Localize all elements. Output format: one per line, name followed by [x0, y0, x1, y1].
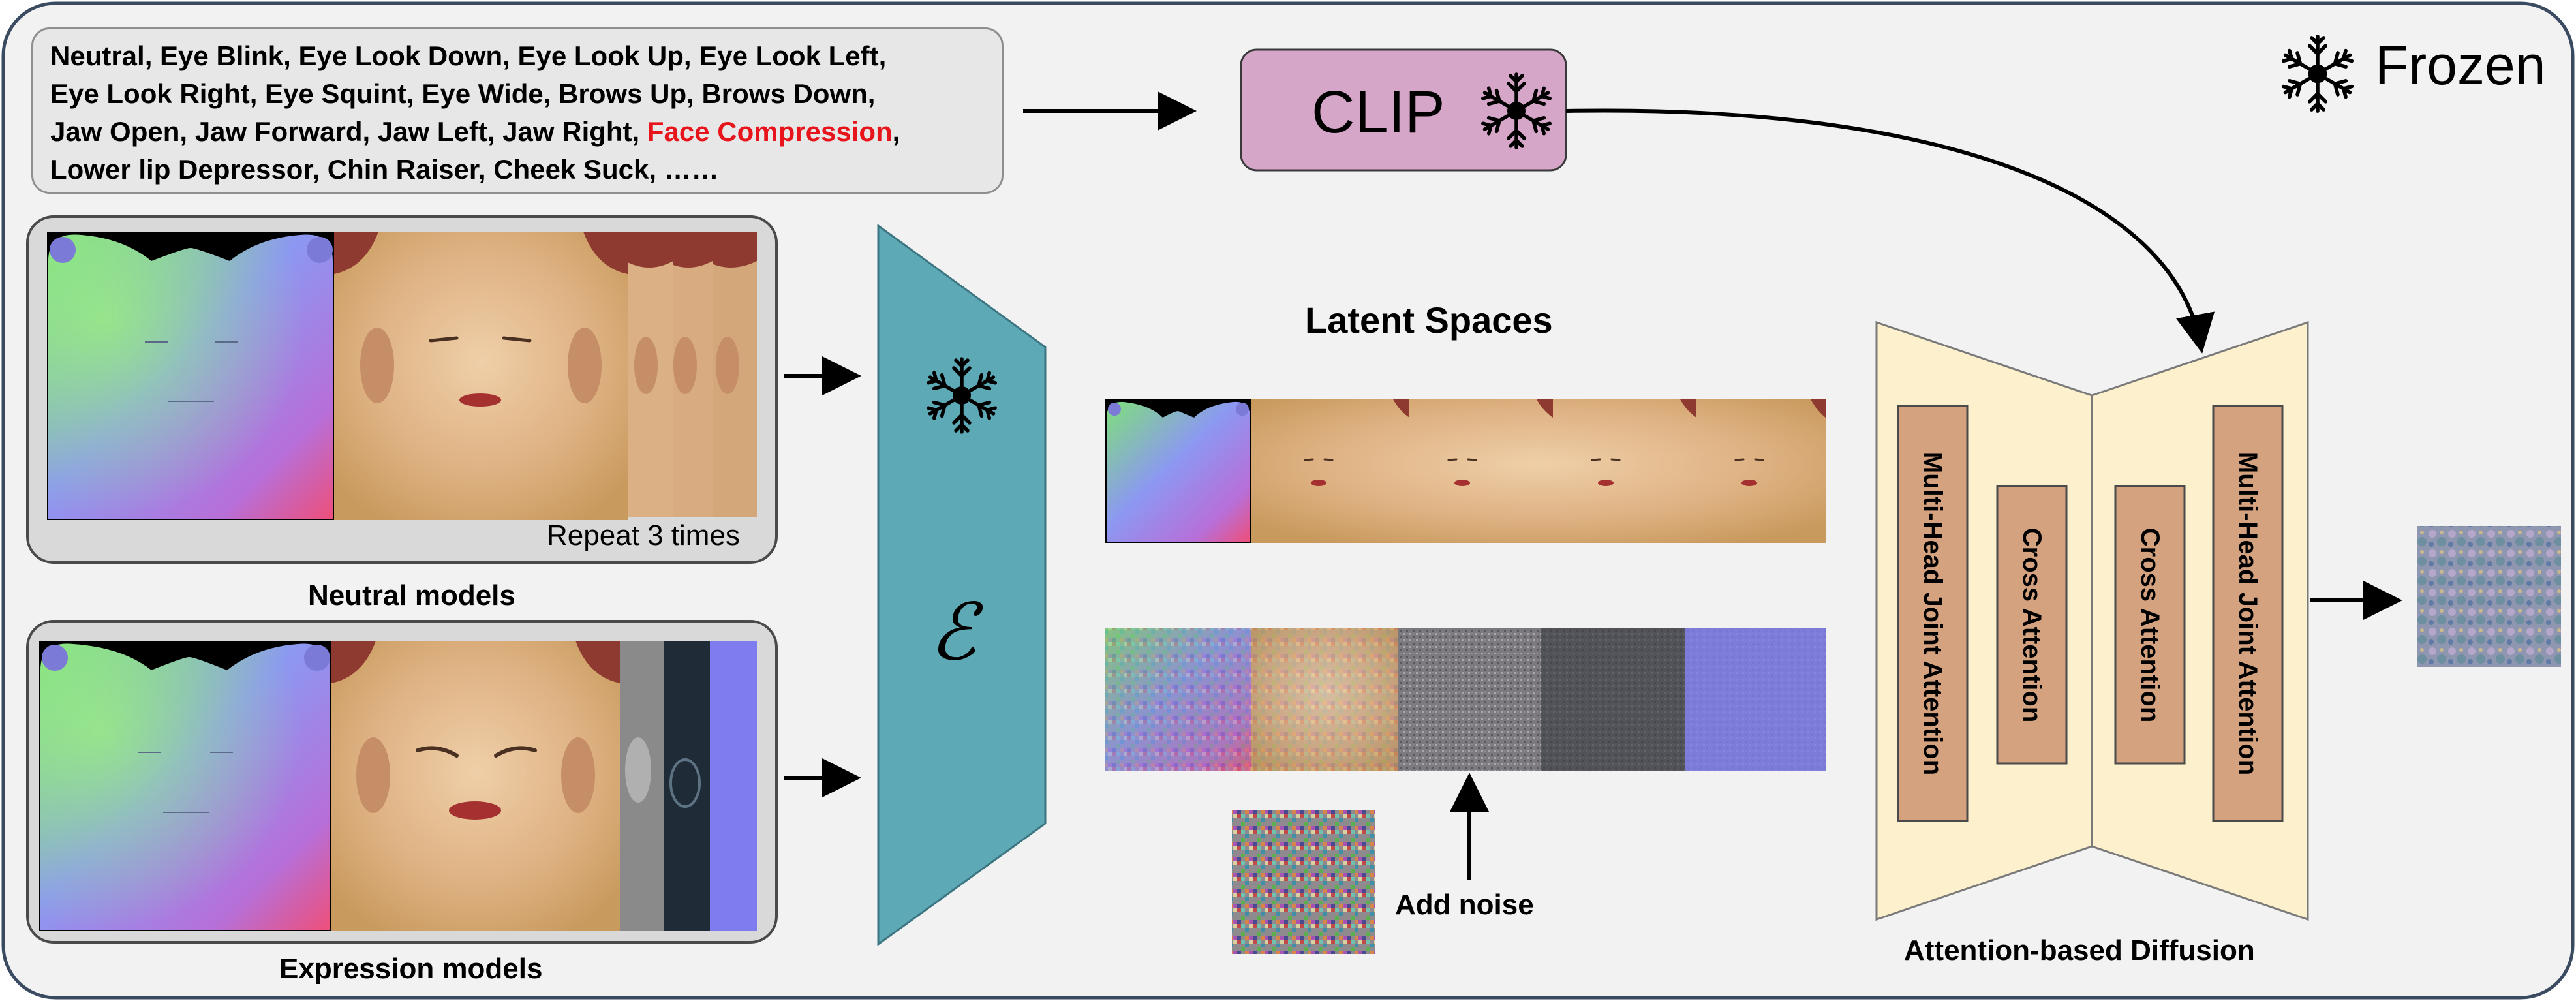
neutral-models-caption: Neutral models [308, 579, 515, 611]
encoder-symbol: ℰ [929, 587, 977, 678]
clip-label: CLIP [1311, 79, 1445, 146]
diffusion-block-1 [1897, 405, 1969, 822]
diffusion-block-2-label: Cross Attention [2017, 528, 2046, 723]
encoder-block [877, 224, 1047, 946]
diffusion-block-4-label: Multi-Head Joint Attention [2233, 452, 2262, 775]
latent-row-expression [1105, 628, 1826, 771]
diffusion-block-3-label: Cross Attention [2136, 528, 2164, 723]
diffusion-block-2 [1996, 485, 2068, 765]
noise-sample [1232, 810, 1375, 954]
prompt-line-3: Jaw Open, Jaw Forward, Jaw Left, Jaw Rig… [50, 116, 900, 147]
add-noise-label: Add noise [1395, 889, 1534, 921]
frozen-label: Frozen [2375, 35, 2546, 96]
expression-prompt-list: Neutral, Eye Blink, Eye Look Down, Eye L… [31, 27, 1004, 194]
diffusion-block-1-label: Multi-Head Joint Attention [1918, 452, 1947, 775]
prompt-line-1: Neutral, Eye Blink, Eye Look Down, Eye L… [50, 40, 887, 71]
prompt-line-4: Lower lip Depressor, Chin Raiser, Cheek … [50, 154, 719, 185]
output-latent [2417, 526, 2561, 667]
prompt-highlight: Face Compression [647, 116, 893, 147]
latent-row-neutral-faces [1304, 458, 1764, 461]
neutral-repeat-label: Repeat 3 times [547, 519, 740, 551]
expression-models-caption: Expression models [279, 953, 543, 985]
diffusion-block-3 [2114, 485, 2186, 765]
latent-row-neutral [1105, 399, 1826, 543]
latent-spaces-title: Latent Spaces [1305, 300, 1553, 341]
clip-to-diffusion-arrow [1565, 108, 2215, 354]
neutral-texture-repeats [625, 232, 757, 517]
expression-normal-map [710, 641, 757, 931]
diffusion-block-4 [2212, 405, 2284, 822]
diffusion-caption: Attention-based Diffusion [1904, 934, 2255, 966]
prompt-line-2: Eye Look Right, Eye Squint, Eye Wide, Br… [50, 78, 876, 109]
